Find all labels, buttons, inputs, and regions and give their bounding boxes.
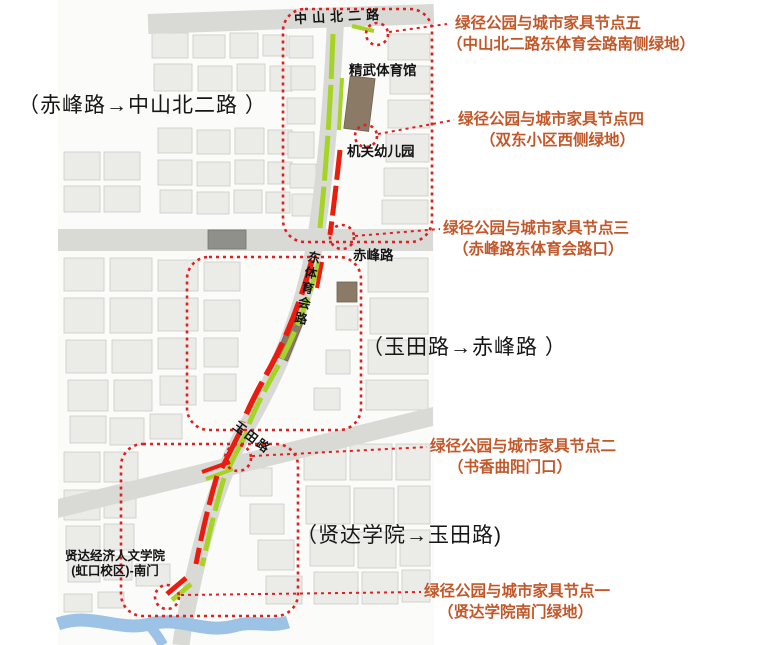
node3-circle <box>328 223 356 251</box>
annotation-node1-title: 绿径公园与城市家具节点一 <box>424 583 611 600</box>
xianda-college-line2: (虹口校区)-南门 <box>71 564 159 578</box>
leader-node1 <box>180 591 422 596</box>
route-green-lawn <box>337 77 344 131</box>
road-label-chifeng: 赤峰路 <box>353 248 394 263</box>
leader-node3 <box>354 228 441 237</box>
annotation-node5-subtitle: （中山北二路东体育会路南侧绿地） <box>447 36 696 53</box>
annotation-node2: 绿径公园与城市家具节点二 （书香曲阳门口） <box>430 436 616 478</box>
annotation-node1-subtitle: （贤达学院南门绿地） <box>438 604 594 621</box>
annotation-node5: 绿径公园与城市家具节点五 （中山北二路东体育会路南侧绿地） <box>447 13 695 55</box>
place-label-jingwu-stadium: 精武体育馆 <box>349 63 417 78</box>
node4-circle <box>353 123 379 149</box>
annotation-node3-subtitle: （赤峰路东体育会路口） <box>453 241 624 258</box>
annotation-node2-title: 绿径公园与城市家具节点二 <box>430 438 617 455</box>
place-label-kindergarten: 机关幼儿园 <box>347 144 415 159</box>
section-label-top: （赤峰路→中山北二路 ） <box>18 94 267 117</box>
annotation-node3-title: 绿径公园与城市家具节点三 <box>443 220 630 237</box>
route-green-lower <box>199 477 227 567</box>
annotation-node4-subtitle: （双东小区西侧绿地） <box>480 132 636 149</box>
city-blocks <box>63 32 431 613</box>
annotation-node4-title: 绿径公园与城市家具节点四 <box>458 111 645 128</box>
route-green-yutian <box>205 467 234 481</box>
river <box>55 613 291 645</box>
node5-circle <box>364 21 390 47</box>
section-label-bottom: （贤达学院→玉田路) <box>296 524 502 547</box>
stadium-building <box>343 75 376 132</box>
node-circles <box>153 21 390 611</box>
route-red-mid <box>240 259 315 424</box>
route-green-node5 <box>351 24 375 33</box>
node1-circle <box>153 583 181 611</box>
node2-circle <box>223 443 253 473</box>
leader-node4 <box>377 119 455 135</box>
route-green-node1 <box>170 582 193 602</box>
annotation-node2-subtitle: （书香曲阳门口） <box>448 459 573 476</box>
section-box-bottom <box>119 442 300 618</box>
leader-node2 <box>251 446 428 457</box>
route-red-node1 <box>165 576 188 596</box>
section-box-middle <box>185 255 363 432</box>
section-label-middle: （玉田路→赤峰路 ） <box>362 336 567 359</box>
route-green-top <box>317 33 336 229</box>
route-red-top <box>327 149 343 236</box>
greenway-route <box>165 24 375 602</box>
leader-node5 <box>388 23 448 33</box>
route-green-mid <box>246 261 322 425</box>
section-box-top <box>281 7 434 244</box>
section-boxes <box>119 7 434 618</box>
gray-building <box>207 229 247 250</box>
route-red-mid-east <box>315 261 324 289</box>
annotation-node4: 绿径公园与城市家具节点四 （双东小区西侧绿地） <box>458 109 644 151</box>
leader-lines <box>180 23 455 596</box>
place-label-xianda-college: 贤达经济人文学院 (虹口校区)-南门 <box>40 549 190 579</box>
xianda-college-line1: 贤达经济人文学院 <box>64 549 165 563</box>
annotation-node3: 绿径公园与城市家具节点三 （赤峰路东体育会路口） <box>443 218 629 260</box>
annotation-node5-title: 绿径公园与城市家具节点五 <box>455 15 642 32</box>
annotation-node1: 绿径公园与城市家具节点一 （贤达学院南门绿地） <box>424 581 610 623</box>
road-yutian <box>58 407 433 518</box>
brown-building <box>336 281 358 303</box>
route-red-lower <box>193 475 220 565</box>
